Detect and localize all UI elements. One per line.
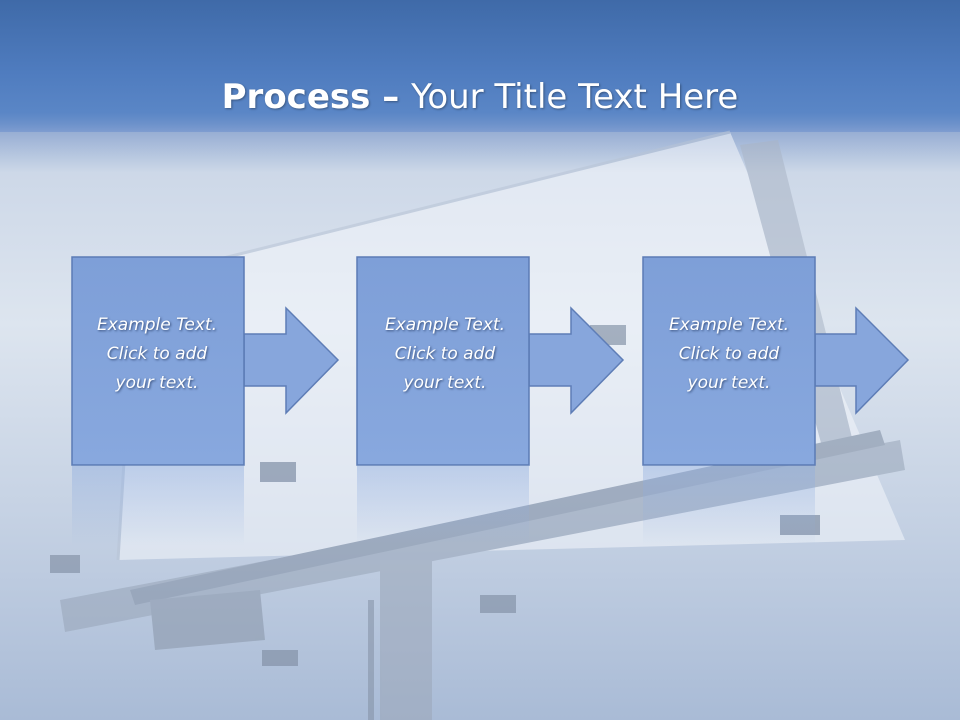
step-2-reflection (357, 466, 529, 546)
step-3-shape[interactable] (642, 256, 910, 466)
step-3-line-1: Example Text. (668, 315, 790, 335)
step-3-reflection (643, 466, 815, 546)
step-3-line-2: Click to add (678, 344, 780, 364)
step-3-text[interactable]: Example Text. Click to add your text. (639, 311, 819, 398)
step-1-reflection (72, 466, 244, 546)
step-2-line-3: your text. (403, 373, 487, 393)
step-1-text[interactable]: Example Text. Click to add your text. (67, 311, 247, 398)
step-2-shape[interactable] (356, 256, 625, 466)
slide-title[interactable]: Process – Your Title Text Here (0, 77, 960, 117)
step-2-text[interactable]: Example Text. Click to add your text. (355, 311, 535, 398)
step-2-line-2: Click to add (394, 344, 496, 364)
step-1-line-1: Example Text. (96, 315, 218, 335)
title-bold: Process (221, 76, 371, 117)
step-3-line-3: your text. (687, 373, 771, 393)
step-1-line-3: your text. (115, 373, 199, 393)
step-1-line-2: Click to add (106, 344, 208, 364)
title-rest: Your Title Text Here (411, 76, 739, 117)
title-separator: – (370, 76, 412, 117)
step-1-shape[interactable] (71, 256, 340, 466)
step-2-line-1: Example Text. (384, 315, 506, 335)
title-bar (0, 0, 960, 132)
